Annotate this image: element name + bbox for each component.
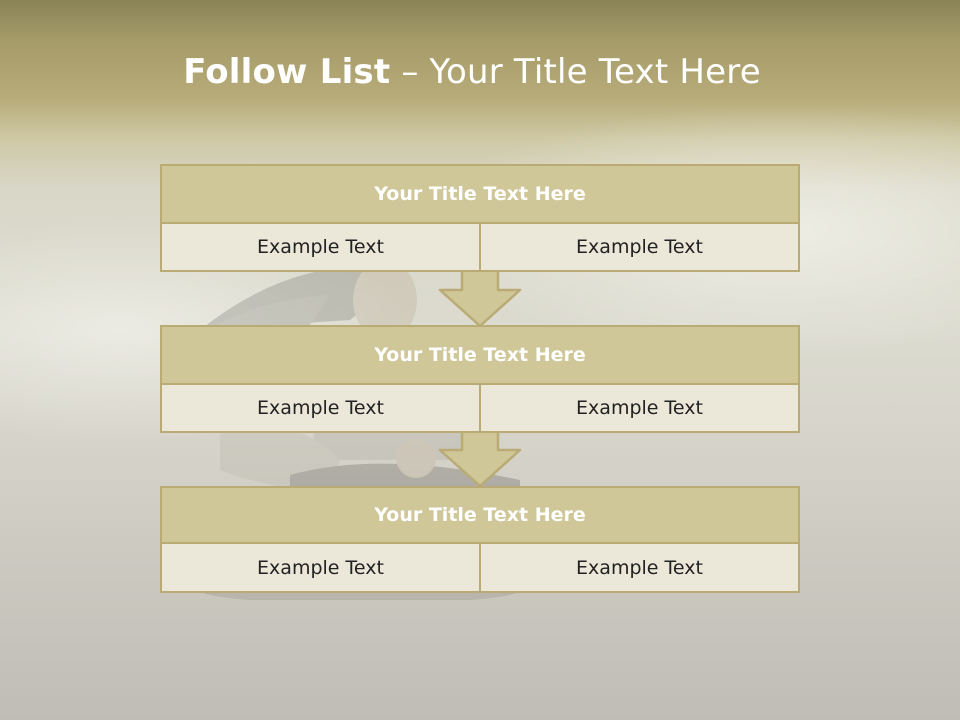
down-arrow-icon [438,266,522,328]
slide-title-bold: Follow List [183,52,391,92]
slide-title: Follow List – Your Title Text Here [0,52,944,92]
step-title: Your Title Text Here [162,327,798,385]
step-row: Example Text Example Text [162,385,798,431]
step-box-3: Your Title Text Here Example Text Exampl… [160,486,800,593]
slide-title-rest: – Your Title Text Here [390,52,761,92]
step-cell-right: Example Text [479,385,798,431]
step-cell-left: Example Text [257,397,384,419]
step-row: Example Text Example Text [162,544,798,591]
step-box-2: Your Title Text Here Example Text Exampl… [160,325,800,433]
step-cell-right: Example Text [479,544,798,591]
step-cell-left: Example Text [257,236,384,258]
down-arrow-icon [438,426,522,488]
step-title: Your Title Text Here [162,166,798,224]
step-row: Example Text Example Text [162,224,798,270]
step-box-1: Your Title Text Here Example Text Exampl… [160,164,800,272]
step-cell-right: Example Text [479,224,798,270]
step-cell-left: Example Text [257,556,384,579]
step-title: Your Title Text Here [162,488,798,544]
